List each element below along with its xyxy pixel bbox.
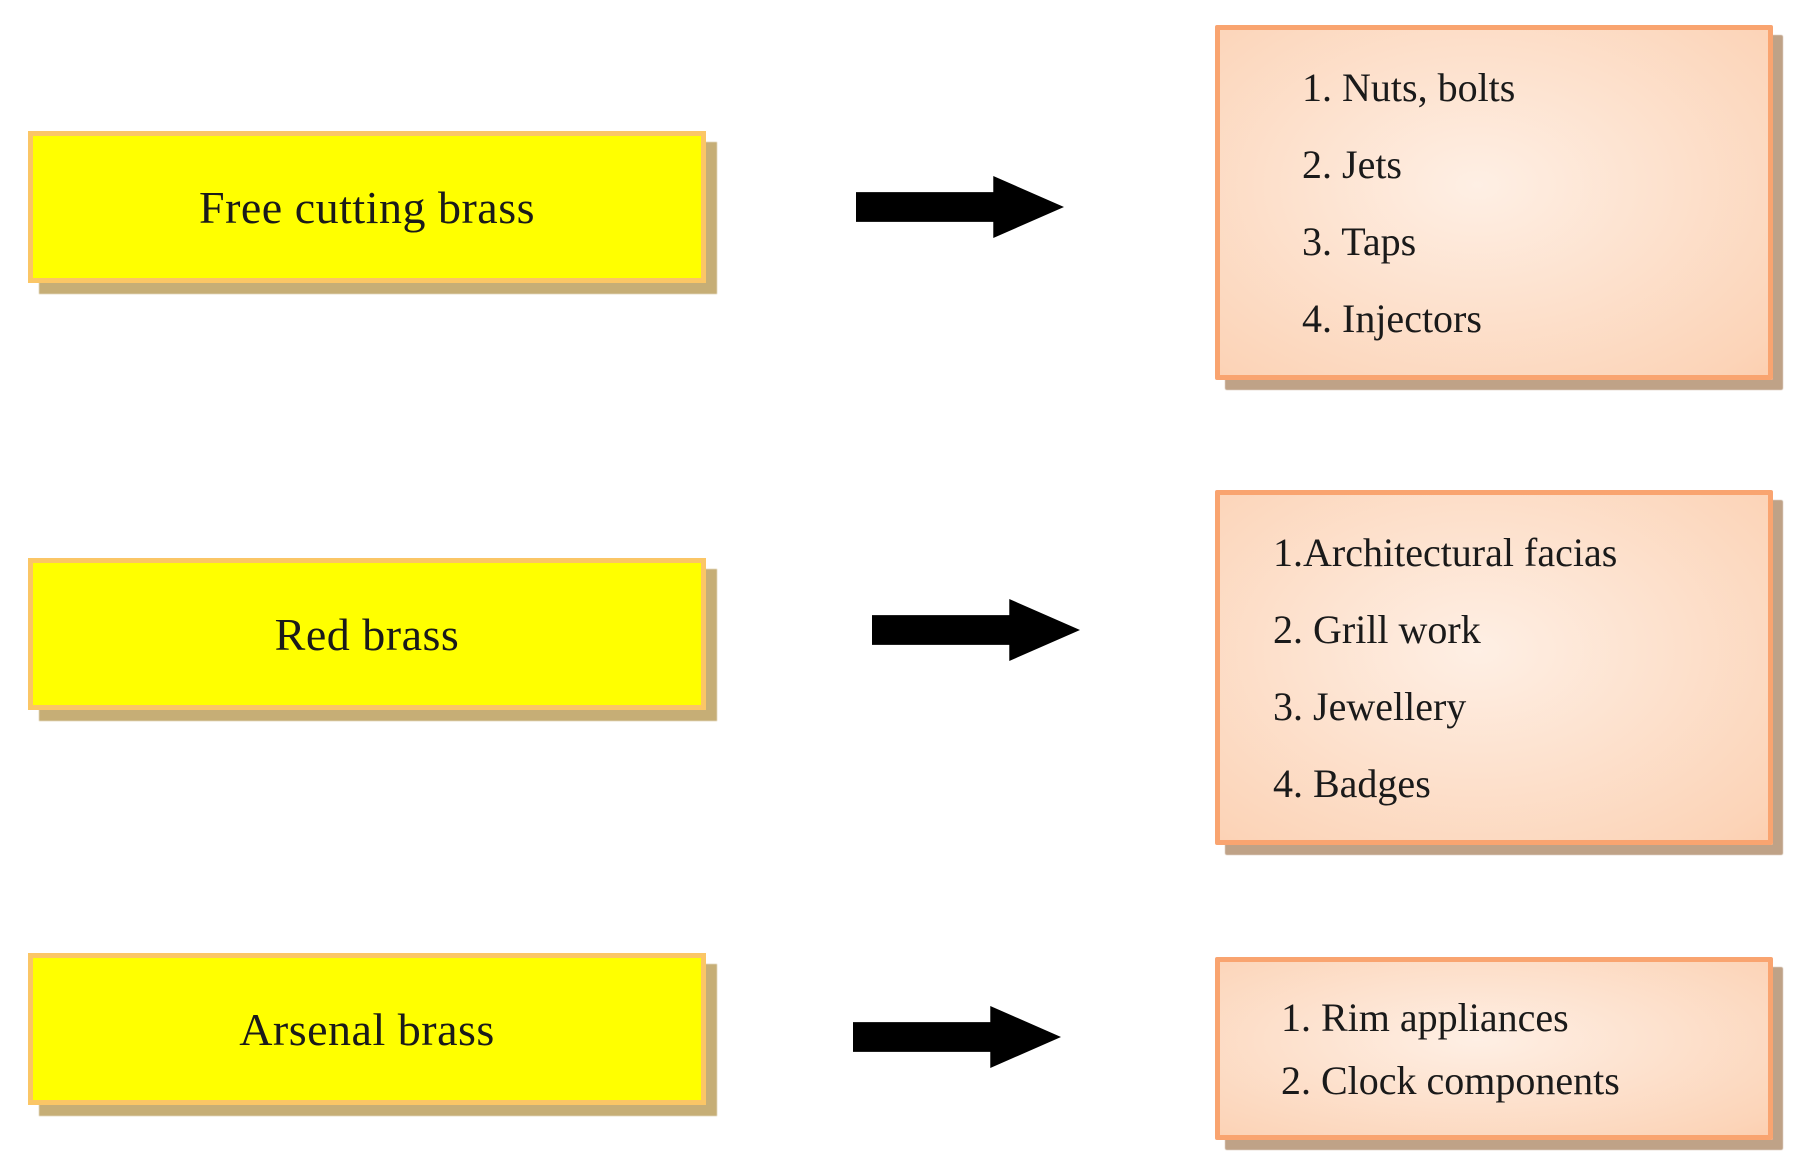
list-item: 2. Clock components bbox=[1281, 1057, 1620, 1103]
source-box-free-cutting-brass: Free cutting brass bbox=[28, 131, 706, 283]
target-box-free-cutting-brass-uses: 1. Nuts, bolts 2. Jets 3. Taps 4. Inject… bbox=[1215, 25, 1773, 380]
list-item: 4. Badges bbox=[1273, 760, 1431, 806]
list-item: 1.Architectural facias bbox=[1273, 529, 1618, 575]
list-item: 3. Taps bbox=[1302, 218, 1417, 264]
list-item: 1. Nuts, bolts bbox=[1302, 64, 1516, 110]
source-box-label: Red brass bbox=[274, 608, 460, 660]
right-arrow-icon bbox=[872, 599, 1080, 661]
list-item: 2. Jets bbox=[1302, 141, 1402, 187]
list-item: 4. Injectors bbox=[1302, 295, 1482, 341]
target-box-red-brass-uses: 1.Architectural facias 2. Grill work 3. … bbox=[1215, 490, 1773, 845]
list-item: 1. Rim appliances bbox=[1281, 994, 1569, 1040]
target-box-arsenal-brass-uses: 1. Rim appliances 2. Clock components bbox=[1215, 957, 1773, 1140]
list-item: 2. Grill work bbox=[1273, 606, 1481, 652]
right-arrow-icon bbox=[853, 1006, 1061, 1068]
source-box-red-brass: Red brass bbox=[28, 558, 706, 710]
right-arrow-icon bbox=[856, 176, 1064, 238]
source-box-arsenal-brass: Arsenal brass bbox=[28, 953, 706, 1105]
list-item: 3. Jewellery bbox=[1273, 683, 1467, 729]
source-box-label: Free cutting brass bbox=[198, 181, 536, 233]
source-box-label: Arsenal brass bbox=[239, 1003, 495, 1055]
